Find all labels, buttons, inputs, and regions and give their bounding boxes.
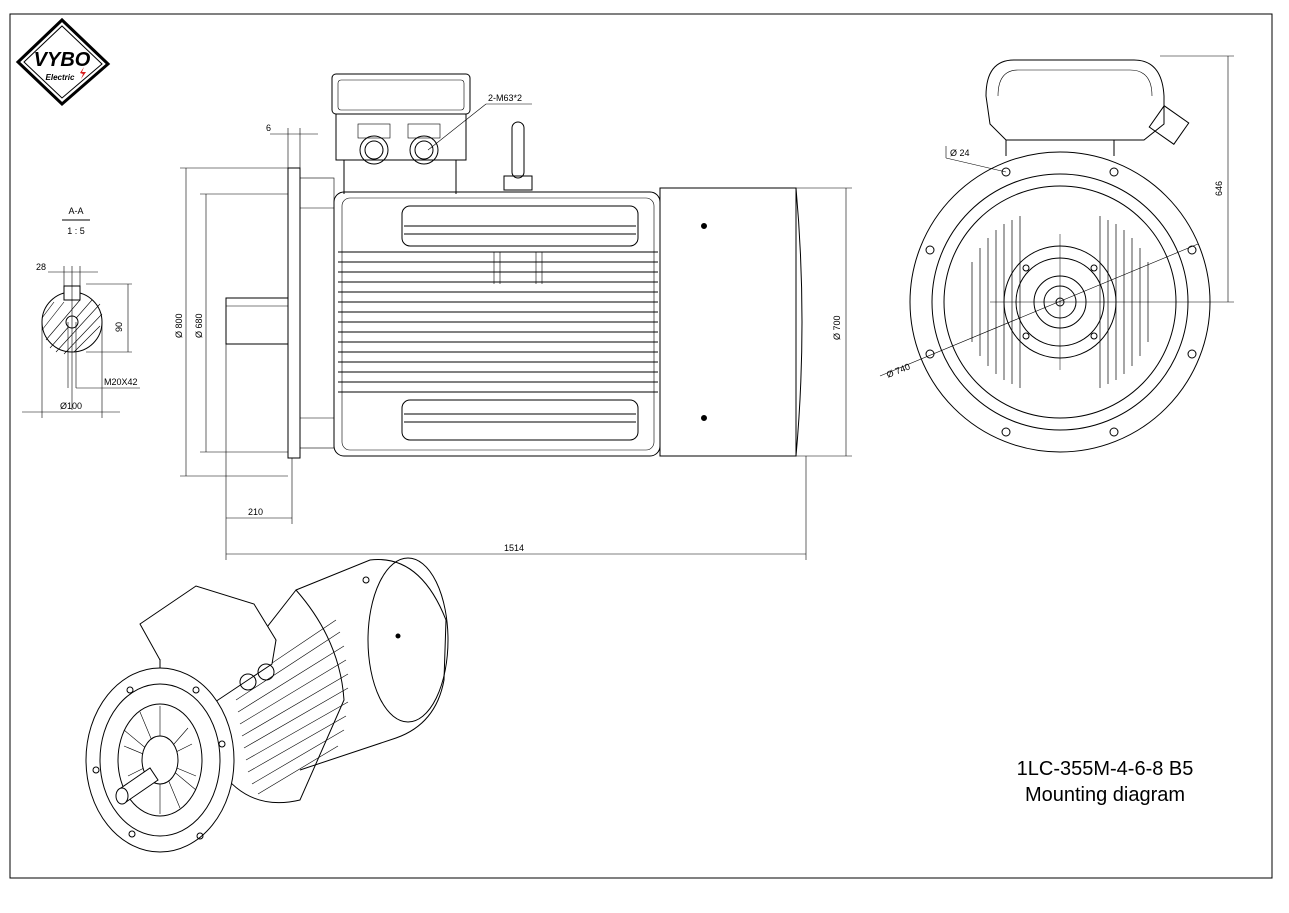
dim-shaft-dia: Ø100 xyxy=(60,401,82,411)
section-scale: 1 : 5 xyxy=(67,226,85,236)
dim-hole-dia: Ø 24 xyxy=(950,148,970,158)
diagram-title: Mounting diagram xyxy=(1024,784,1186,806)
model-number: 1LC-355M-4-6-8 B5 xyxy=(1016,758,1194,780)
isometric-view xyxy=(85,557,449,853)
cooling-fins xyxy=(338,251,658,393)
dim-key-width: 28 xyxy=(36,262,46,272)
dim-height-end: 646 xyxy=(1214,181,1224,196)
dim-body-dia: Ø 700 xyxy=(832,315,842,340)
dim-total-length: 1514 xyxy=(504,543,524,553)
logo-brand: VYBO xyxy=(34,49,91,71)
dim-pcd: Ø 740 xyxy=(885,361,911,379)
drawing-caption: 1LC-355M-4-6-8 B5 Mounting diagram xyxy=(960,756,1250,808)
sheet-border xyxy=(9,13,1273,879)
bolt-icon xyxy=(80,67,86,79)
brand-logo: VYBO Electric xyxy=(15,17,111,107)
section-label: A-A xyxy=(68,206,83,216)
dim-thread: M20X42 xyxy=(104,377,138,387)
section-a-a: A-A 1 : 5 28 90 M20X42 xyxy=(22,206,140,418)
dim-cable-glands: 2-M63*2 xyxy=(488,93,522,103)
side-view: 2-M63*2 xyxy=(174,73,852,560)
dim-flange-outer: Ø 800 xyxy=(174,313,184,338)
dim-flange-thickness: 6 xyxy=(266,123,271,133)
end-view: Ø 24 646 Ø 740 xyxy=(879,55,1234,453)
dim-shaft-length: 210 xyxy=(248,507,263,517)
dim-spigot: Ø 680 xyxy=(194,313,204,338)
logo-sub: Electric xyxy=(46,73,75,82)
dim-height: 90 xyxy=(114,322,124,332)
